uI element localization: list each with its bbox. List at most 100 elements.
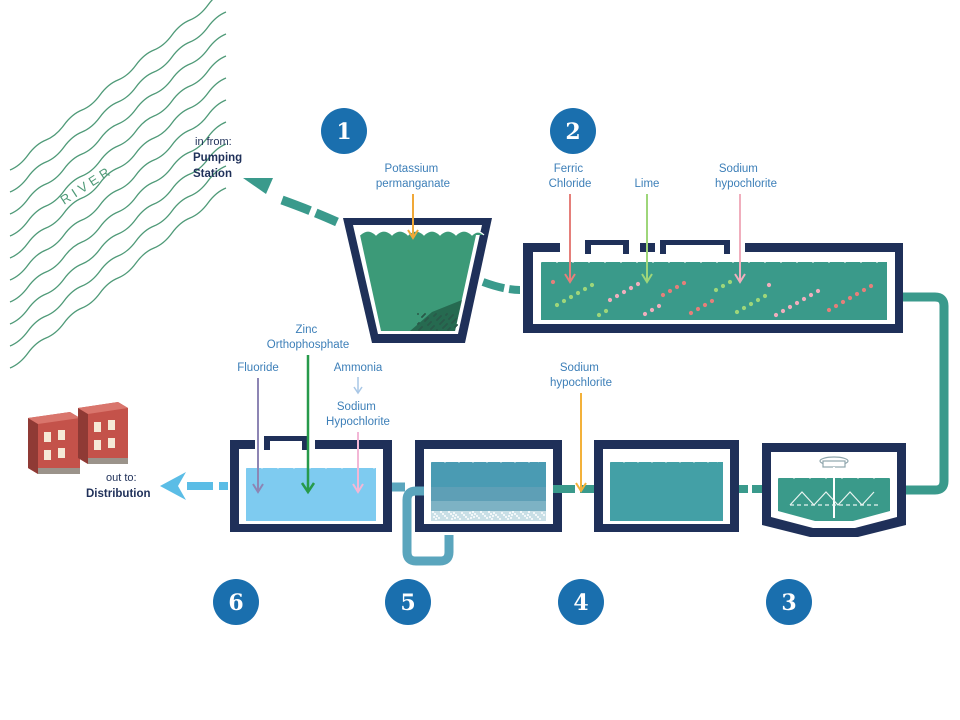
sediment-dot — [443, 319, 445, 321]
sediment-dot — [424, 313, 426, 315]
sodium-hypochlorite-6-label: Sodium Hypochlorite — [326, 401, 390, 428]
filter-media-dot — [457, 516, 459, 518]
tank-4-clearwell — [594, 440, 739, 532]
zinc-orthophosphate-line-2: Orthophosphate — [267, 339, 349, 351]
filter-media-dot — [527, 514, 529, 516]
filter-media-dot — [543, 514, 545, 516]
sediment-dot — [417, 313, 419, 315]
filter-media-dot — [492, 515, 494, 517]
river-wave-line — [9, 11, 227, 193]
step-3-number: 3 — [781, 590, 796, 616]
filter-media-dot — [514, 513, 516, 515]
filter-media-dot — [482, 513, 484, 515]
filter-media-dot — [454, 517, 456, 519]
chemical-particle — [833, 303, 839, 309]
filter-media-dot — [490, 513, 492, 515]
filter-media-dot — [461, 512, 463, 514]
chemical-particle — [741, 305, 747, 311]
filter-media-dot — [480, 511, 482, 513]
chemical-particle — [596, 312, 602, 318]
chemical-particle — [801, 296, 807, 302]
river-wave-line — [9, 165, 227, 347]
river-wave-line — [9, 33, 227, 215]
filter-media-dot — [524, 515, 526, 517]
chemical-particle — [762, 293, 768, 299]
filter-media-dot — [472, 511, 474, 513]
chemical-particle — [568, 294, 574, 300]
filter-media-dot — [453, 512, 455, 514]
filter-media-dot — [529, 516, 531, 518]
inlet-arrow-icon — [243, 178, 273, 194]
ammonia-label: Ammonia — [334, 362, 383, 374]
potassium-permanganate-arrow — [407, 194, 419, 240]
pumping-station-line-1: Pumping — [193, 152, 242, 164]
filter-media-dot — [495, 514, 497, 516]
sediment-dot — [455, 318, 457, 320]
filter-media-dot — [471, 514, 473, 516]
chemical-particle — [681, 280, 687, 286]
filter-media-dot — [528, 511, 530, 513]
filter-media-dot — [450, 513, 452, 515]
river-label: RIVER — [57, 162, 115, 207]
filter-media-dot — [432, 511, 434, 513]
sediment-dot — [446, 323, 448, 325]
chemical-particle — [787, 304, 793, 310]
chemical-particle — [582, 286, 588, 292]
filter-media-dot — [533, 512, 535, 514]
filter-media-dot — [434, 513, 436, 515]
pipe-4-to-6 — [402, 486, 454, 566]
chemical-particle — [656, 303, 662, 309]
sediment-dot — [433, 325, 435, 327]
zinc-orthophosphate-arrow — [300, 355, 316, 495]
filter-media-dot — [508, 515, 510, 517]
chemical-particle — [628, 285, 634, 291]
sodium-hypochlorite-2-arrow — [734, 194, 746, 284]
filter-media-dot — [522, 513, 524, 515]
chemical-particle — [808, 292, 814, 298]
filter-media-dot — [539, 518, 541, 520]
filter-media-dot — [486, 517, 488, 519]
filter-media-dot — [467, 518, 469, 520]
filter-media-dot — [503, 514, 505, 516]
filter-media-dot — [507, 518, 509, 520]
step-1-badge: 1 — [321, 108, 367, 154]
river-waves-icon — [9, 0, 227, 369]
chemical-particle — [734, 309, 740, 315]
filter-media-dot — [489, 516, 491, 518]
chemical-particle — [660, 292, 666, 298]
river-wave-line — [9, 121, 227, 303]
chemical-particle — [815, 288, 821, 294]
filter-media-dot — [526, 517, 528, 519]
filter-media-dot — [488, 511, 490, 513]
chemical-particle — [773, 312, 779, 318]
filter-media-dot — [476, 515, 478, 517]
river-wave-line — [9, 0, 213, 171]
chemical-particle — [554, 302, 560, 308]
in-from-label: in from: — [195, 136, 232, 148]
tank-3 — [762, 443, 906, 537]
filter-media-dot — [444, 515, 446, 517]
outlet-arrow-icon — [160, 472, 186, 500]
chemical-particle — [727, 279, 733, 285]
chemical-particle — [561, 298, 567, 304]
step-1-number: 1 — [336, 119, 351, 145]
chemical-particle — [642, 311, 648, 317]
filter-media-dot — [473, 516, 475, 518]
tank-1 — [343, 218, 492, 343]
step-5-badge: 5 — [385, 579, 431, 625]
chemical-particle — [755, 297, 761, 303]
chemical-particle — [780, 308, 786, 314]
chemical-particle — [840, 299, 846, 305]
chemical-particle — [861, 287, 867, 293]
potassium-permanganate-line-2: permanganate — [376, 178, 450, 190]
filter-media-dot — [452, 515, 454, 517]
chemical-particle — [614, 293, 620, 299]
filter-media-dot — [497, 516, 499, 518]
ferric-chloride-label: Ferric Chloride — [549, 163, 592, 190]
filter-media-dot — [499, 518, 501, 520]
step-6-badge: 6 — [213, 579, 259, 625]
sodium-hypochlorite-4-line-2: hypochlorite — [550, 377, 612, 389]
sediment-dot — [418, 322, 420, 324]
sodium-hypochlorite-2-line-1: Sodium — [719, 163, 758, 175]
sediment-dot — [440, 315, 442, 317]
